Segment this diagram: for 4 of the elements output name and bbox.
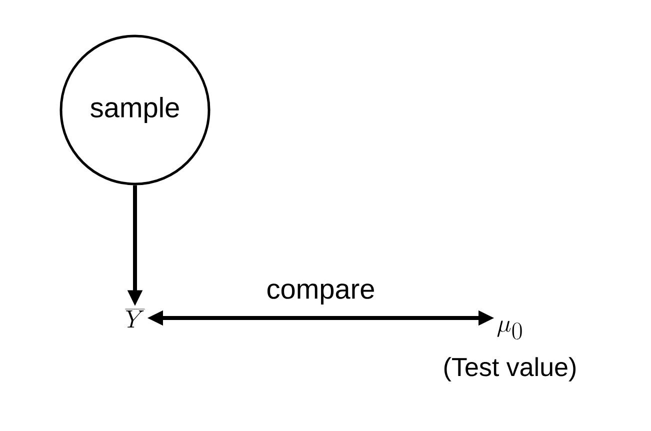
node-label: (Test value) [444,357,576,382]
edge-label: compare [267,284,374,304]
math-symbol: $\overline{Y}$ [125,309,145,328]
math-symbol: $\mu_{0}$ [497,320,522,340]
